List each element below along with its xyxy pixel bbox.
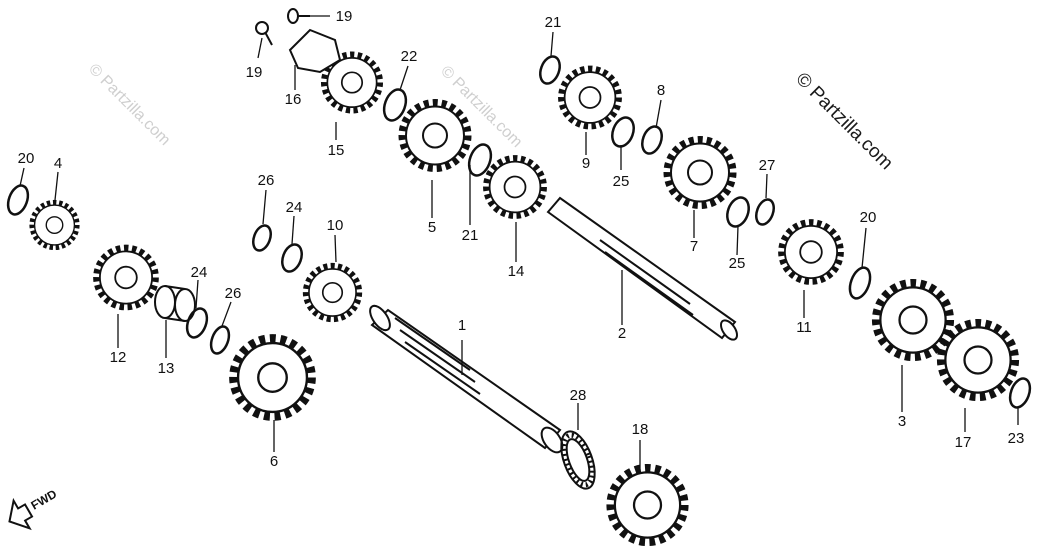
washer-25-mid xyxy=(726,196,750,228)
gear-17 xyxy=(941,323,1015,397)
callout-22: 22 xyxy=(401,48,418,65)
callout-27: 27 xyxy=(759,157,776,174)
callout-3: 3 xyxy=(898,413,906,430)
callout-24-mid: 24 xyxy=(286,199,303,216)
callout-18: 18 xyxy=(632,421,649,438)
callout-16: 16 xyxy=(285,91,302,108)
watermark-right: © Partzilla.com xyxy=(791,69,896,174)
washer-24-mid xyxy=(281,243,303,273)
callout-24-left: 24 xyxy=(191,264,208,281)
washer-21-mid xyxy=(467,143,493,177)
washer-24-left xyxy=(185,307,209,339)
bushing-13 xyxy=(154,285,196,322)
gear-4 xyxy=(32,202,77,247)
callout-2: 2 xyxy=(618,325,626,342)
forward-arrow: FWD xyxy=(8,487,60,531)
callout-19-left: 19 xyxy=(246,64,263,81)
washer-25-top xyxy=(611,116,635,148)
callout-28: 28 xyxy=(570,387,587,404)
gear-9 xyxy=(561,69,619,127)
gear-6 xyxy=(233,338,311,416)
washer-23 xyxy=(1008,377,1032,409)
part-countershaft xyxy=(546,196,738,341)
callout-26-left: 26 xyxy=(225,285,242,302)
gear-12 xyxy=(96,248,155,307)
callout-20-right: 20 xyxy=(860,209,877,226)
callout-4: 4 xyxy=(54,155,62,172)
watermark-left: © Partzilla.com xyxy=(85,61,173,149)
callout-21-top: 21 xyxy=(545,14,562,31)
callout-7: 7 xyxy=(690,238,698,255)
washer-8 xyxy=(641,125,663,155)
gear-3 xyxy=(876,283,950,357)
callout-21-mid: 21 xyxy=(462,227,479,244)
fwd-label: FWD xyxy=(29,487,60,513)
washer-21-top xyxy=(539,55,561,85)
washer-20-right xyxy=(848,266,872,300)
callout-11: 11 xyxy=(796,319,812,336)
arrow-left-icon xyxy=(8,497,34,531)
lock-plate-16 xyxy=(288,28,342,74)
callout-23: 23 xyxy=(1008,430,1025,447)
callout-20-left: 20 xyxy=(18,150,35,167)
callout-8: 8 xyxy=(657,82,665,99)
callout-26-mid: 26 xyxy=(258,172,275,189)
callout-6: 6 xyxy=(270,453,278,470)
circlip-26-mid xyxy=(252,224,272,252)
callout-25-mid: 25 xyxy=(729,255,746,272)
gear-18 xyxy=(610,468,684,542)
bolt-19-left xyxy=(255,21,273,46)
gear-10 xyxy=(306,266,360,320)
callout-17: 17 xyxy=(955,434,972,451)
callout-19-top: 19 xyxy=(336,8,353,25)
callout-14: 14 xyxy=(508,263,525,280)
circlip-27 xyxy=(755,198,775,226)
callout-25-top: 25 xyxy=(613,173,630,190)
gear-14 xyxy=(486,158,544,216)
callout-10: 10 xyxy=(327,217,344,234)
gear-5 xyxy=(402,103,468,169)
washer-20-left xyxy=(6,184,30,216)
needle-bearing-28 xyxy=(560,430,596,490)
gear-7 xyxy=(667,140,733,206)
callout-12: 12 xyxy=(110,349,127,366)
bolt-19-top xyxy=(287,8,310,24)
callout-1: 1 xyxy=(458,317,466,334)
part-mainshaft xyxy=(369,304,564,454)
callout-15: 15 xyxy=(328,142,345,159)
callout-5: 5 xyxy=(428,219,436,236)
circlip-26-left xyxy=(209,325,231,355)
callout-9: 9 xyxy=(582,155,590,172)
gear-11 xyxy=(781,222,840,281)
callout-13: 13 xyxy=(158,360,175,377)
